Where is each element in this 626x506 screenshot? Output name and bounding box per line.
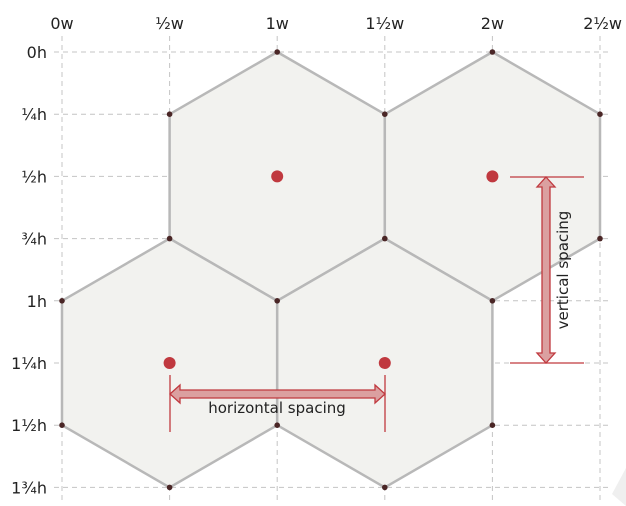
hex-vertex-dot: [489, 422, 496, 429]
x-axis-label: ½w: [155, 14, 184, 33]
x-axis-label: 2w: [481, 14, 504, 33]
hex-vertex-dot: [59, 422, 65, 429]
vertical-spacing-annotation: vertical spacing: [510, 176, 584, 364]
y-axis-labels: 0h ¼h ½h ¾h 1h 1¼h 1½h 1¾h: [11, 43, 47, 497]
x-axis-label: 1½w: [365, 14, 404, 33]
y-axis-label: 1h: [27, 292, 47, 311]
y-axis-label: ¼h: [21, 105, 47, 124]
y-axis-label: 1¼h: [11, 354, 47, 373]
hex-vertex-dot: [382, 235, 388, 242]
vertical-spacing-label: vertical spacing: [554, 211, 572, 330]
hex-vertex-dot: [489, 298, 496, 304]
y-axis-label: 0h: [27, 43, 47, 62]
hex-vertex-dot: [274, 422, 281, 429]
hex-vertex-dot: [597, 111, 603, 117]
hex-center-dot: [271, 170, 284, 183]
hex-center-dot: [378, 357, 391, 369]
y-axis-label: ½h: [21, 167, 47, 186]
x-axis-label: 2½w: [583, 14, 622, 33]
horizontal-spacing-annotation: horizontal spacing: [169, 375, 386, 432]
hex-vertex-dot: [166, 235, 173, 242]
hex-centers: [163, 170, 499, 369]
x-axis-labels: 0w ½w 1w 1½w 2w 2½w: [50, 14, 622, 33]
hex-vertex-dot: [166, 111, 173, 117]
y-axis-label: 1½h: [11, 416, 47, 435]
corner-decoration: [612, 468, 626, 506]
hex-vertex-dot: [166, 484, 173, 491]
vertical-spacing-arrow: [535, 176, 557, 364]
horizontal-spacing-label: horizontal spacing: [208, 399, 346, 417]
x-axis-label: 1w: [266, 14, 289, 33]
hexagons: [60, 50, 602, 489]
hex-vertex-dot: [59, 298, 65, 304]
horizontal-spacing-arrow: [169, 383, 386, 405]
hex-vertex-dot: [382, 111, 388, 117]
hex-center-dot: [486, 170, 499, 183]
y-axis-label: ¾h: [21, 230, 47, 249]
hex-vertex-dot: [597, 235, 603, 242]
y-axis-label: 1¾h: [11, 478, 47, 497]
hex-vertex-dot: [274, 298, 281, 304]
hex-center-dot: [163, 357, 176, 369]
hex-vertex-dot: [274, 49, 281, 55]
hex-vertex-dot: [382, 484, 388, 491]
hex-vertex-dot: [489, 49, 496, 55]
x-axis-label: 0w: [50, 14, 73, 33]
hex-vertices: [59, 49, 603, 491]
